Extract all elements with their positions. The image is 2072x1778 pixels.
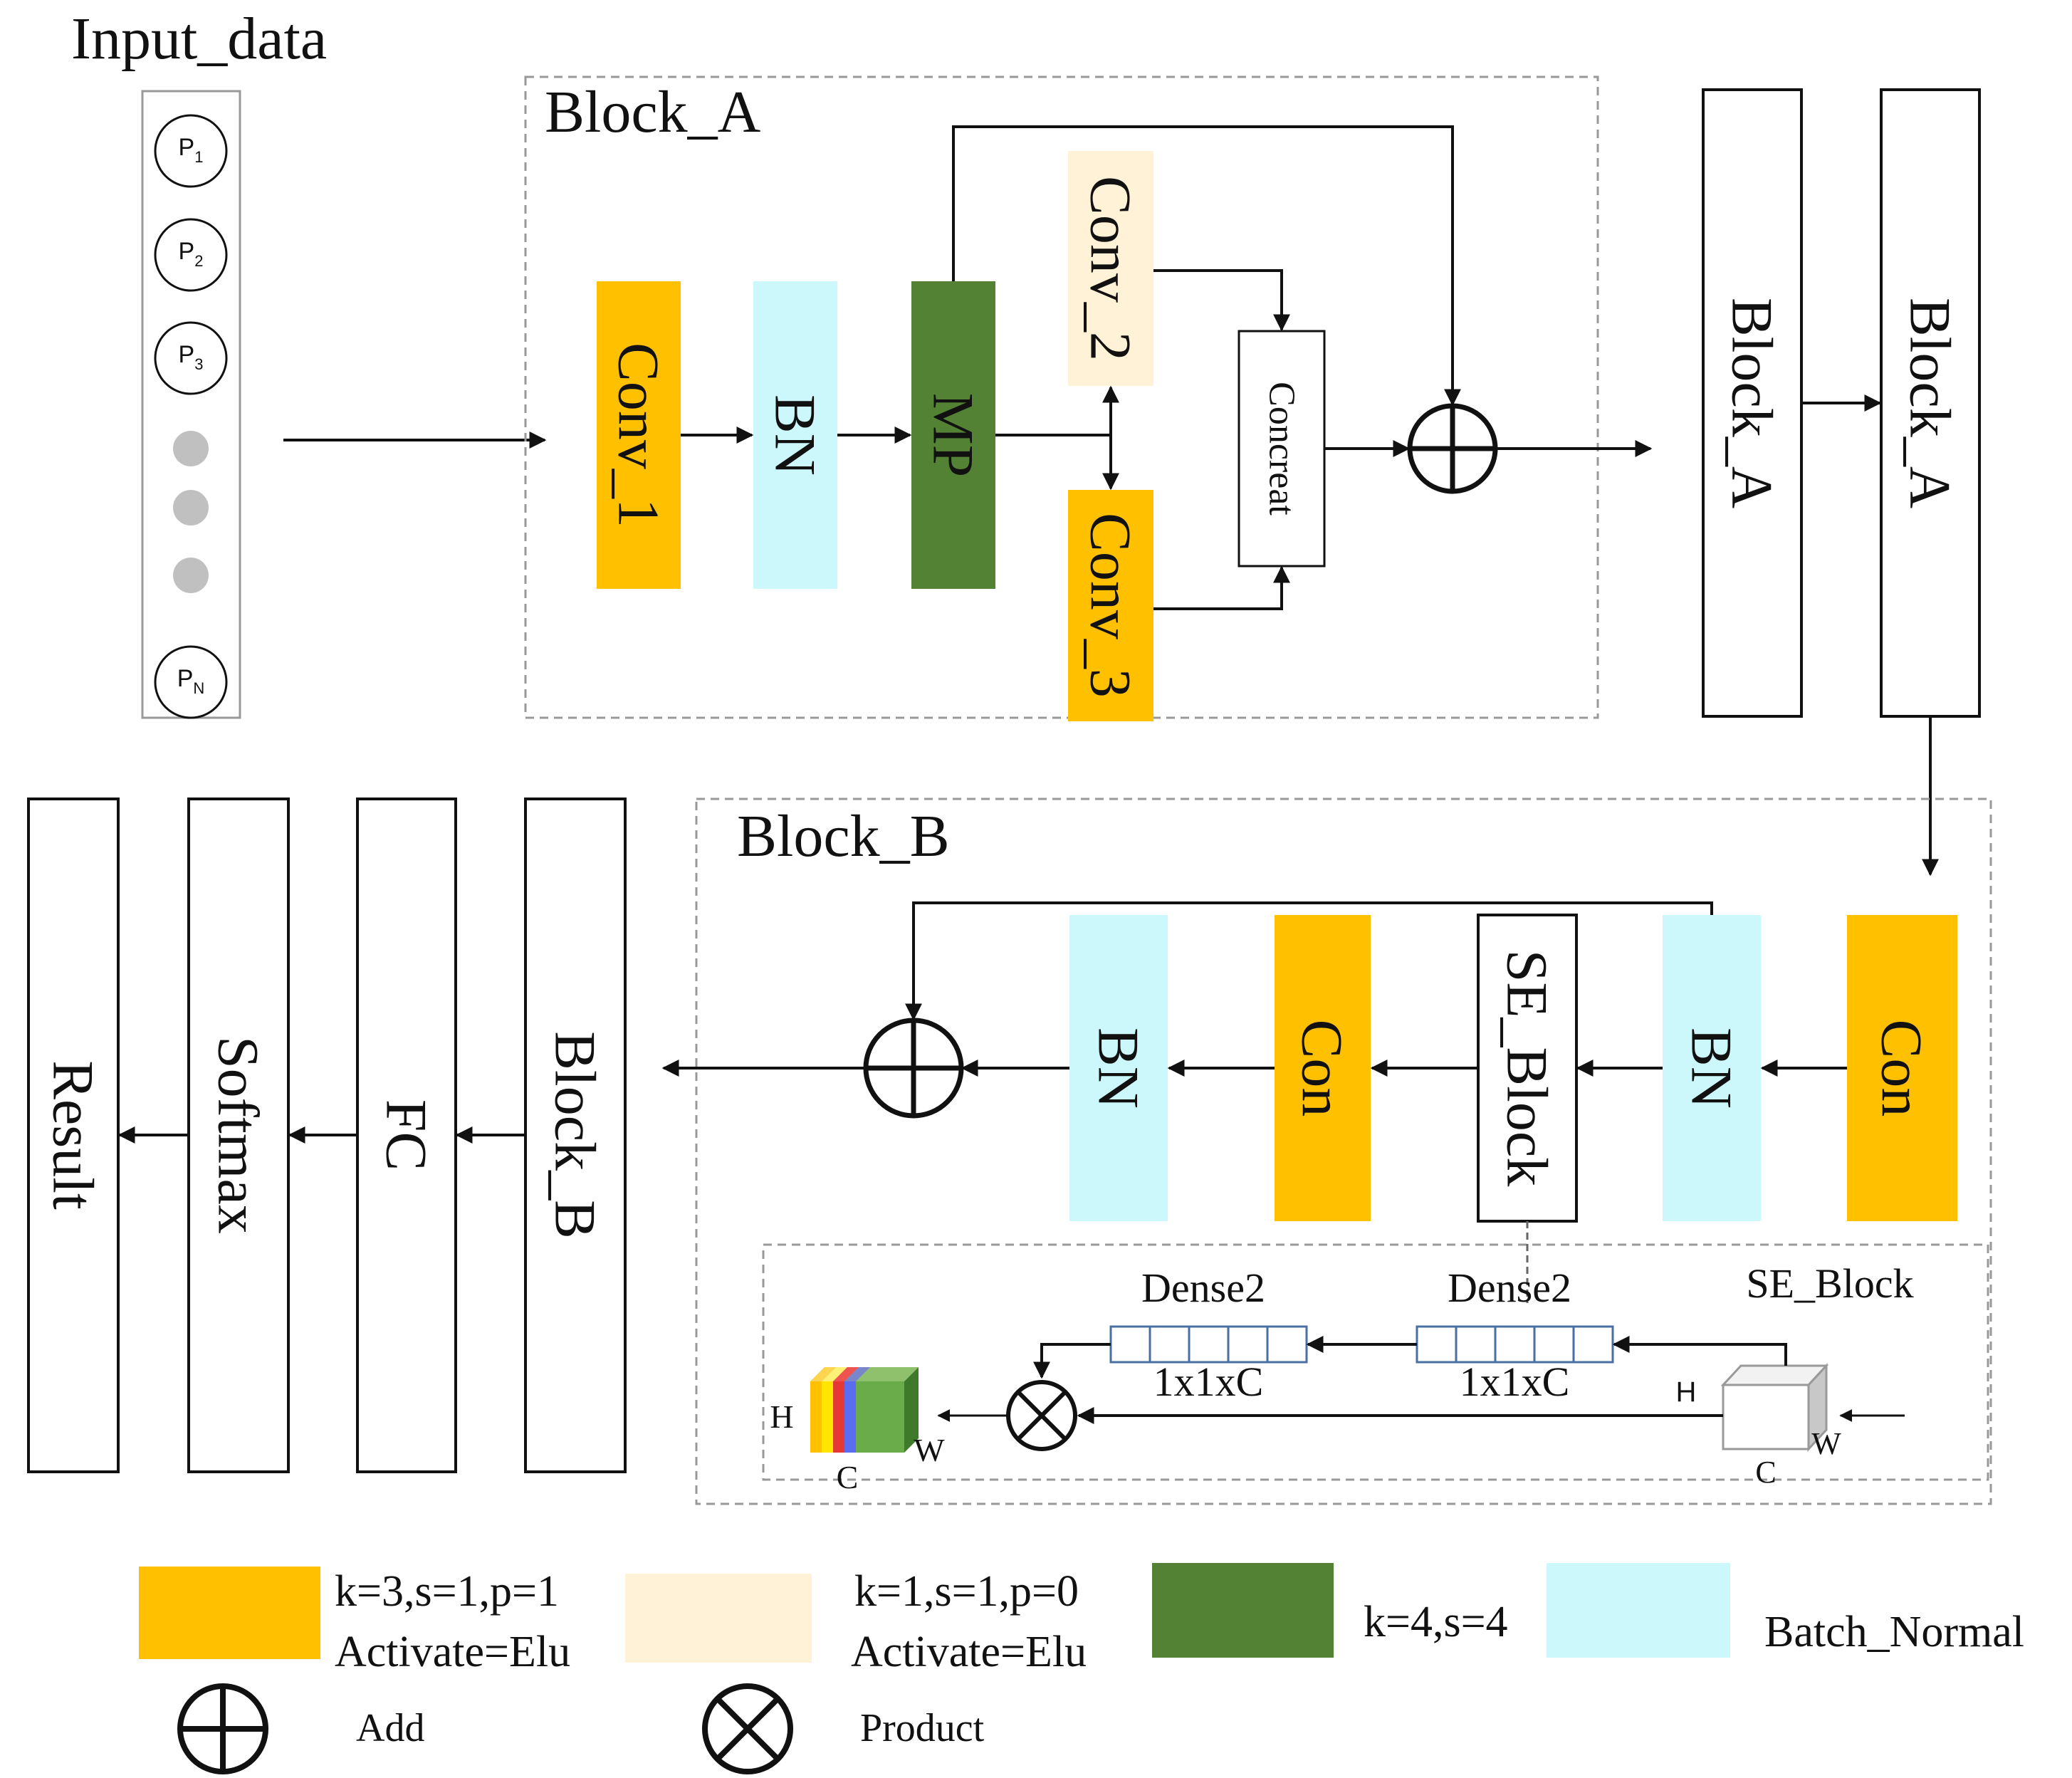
block-a-title: Block_A — [545, 79, 761, 145]
se-detail-frame — [762, 1243, 1989, 1481]
stack-result — [27, 798, 120, 1473]
bn-right-box — [1663, 915, 1761, 1221]
cube-w-label: W — [1811, 1426, 1841, 1461]
conv2-box — [1068, 151, 1153, 386]
bn-right-label: BN — [1680, 1027, 1744, 1109]
input-node-p3: P3 — [154, 321, 228, 395]
conv1-box — [597, 281, 681, 589]
block-b-title: Block_B — [737, 803, 950, 869]
legend-orange-swatch — [139, 1567, 320, 1659]
arrow-conv3-concat — [1153, 565, 1290, 610]
block-b-frame — [695, 798, 1992, 1505]
conv1-label: Conv_1 — [607, 342, 671, 528]
block-a-frame — [524, 75, 1599, 719]
add-node-a — [1407, 403, 1498, 494]
arrow-cube-dense-right — [1612, 1336, 1787, 1366]
dense-left-label: Dense2 — [1141, 1265, 1265, 1311]
skip-connection-b — [905, 901, 1713, 1021]
input-column — [141, 90, 241, 719]
cube-h-label: H — [1676, 1376, 1697, 1408]
legend-product-label: Product — [860, 1706, 985, 1750]
svg-text:P1: P1 — [179, 134, 204, 166]
legend-cyan-swatch — [1547, 1563, 1730, 1658]
conv2-label: Conv_2 — [1079, 176, 1144, 361]
ellipsis-dot — [173, 431, 209, 466]
input-title: Input_data — [71, 6, 327, 72]
bn-left-label: BN — [1087, 1027, 1151, 1109]
input-feature-cube — [1720, 1363, 1829, 1452]
con-right-label: Con — [1870, 1020, 1935, 1117]
legend-green-line1: k=4,s=4 — [1364, 1598, 1508, 1646]
stack-fc — [356, 798, 457, 1473]
legend-orange-line2: Activate=Elu — [335, 1628, 570, 1676]
input-node-p2: P2 — [154, 218, 228, 292]
legend-cream-line1: k=1,s=1,p=0 — [854, 1567, 1079, 1616]
concat-box — [1238, 330, 1326, 568]
stack-block-a-2 — [1880, 88, 1981, 718]
stack-block-a-2-label: Block_A — [1898, 298, 1963, 508]
con-left-label: Con — [1290, 1020, 1355, 1117]
legend-cream-swatch — [625, 1574, 812, 1663]
cube-c-label: C — [1755, 1455, 1776, 1490]
dense-right-layer — [1416, 1325, 1614, 1364]
stack-block-a-1 — [1702, 88, 1803, 718]
legend-orange-line1: k=3,s=1,p=1 — [335, 1567, 559, 1616]
legend-add-label: Add — [356, 1706, 424, 1750]
stack-block-a-1-label: Block_A — [1720, 298, 1785, 508]
svg-text:P2: P2 — [179, 238, 204, 270]
con-left-box — [1275, 915, 1371, 1221]
svg-text:PN: PN — [177, 665, 205, 697]
concat-label: Concreat — [1262, 382, 1302, 516]
con-right-box — [1847, 915, 1957, 1221]
conv3-box — [1068, 490, 1153, 721]
stack-softmax-label: Softmax — [206, 1036, 271, 1234]
legend-green-swatch — [1152, 1563, 1334, 1658]
arrow-dense-left-product — [1033, 1343, 1111, 1379]
output-c-label: C — [837, 1459, 859, 1495]
stack-block-b-label: Block_B — [543, 1031, 608, 1239]
dense-right-dim: 1x1xC — [1460, 1359, 1570, 1405]
stack-fc-label: FC — [375, 1099, 439, 1171]
svg-text:P3: P3 — [179, 341, 204, 373]
output-h-label: H — [770, 1398, 793, 1435]
mp-box — [911, 281, 995, 589]
stack-result-label: Result — [41, 1060, 106, 1210]
dense-left-dim: 1x1xC — [1153, 1359, 1264, 1405]
bn-label-a: BN — [763, 394, 828, 476]
add-node-b — [863, 1018, 964, 1119]
output-w-label: W — [914, 1432, 945, 1468]
legend-cyan-line1: Batch_Normal — [1764, 1608, 2024, 1656]
input-node-p1: P1 — [154, 114, 228, 188]
legend-product-icon — [702, 1683, 793, 1774]
input-node-pn: PN — [154, 645, 228, 719]
skip-connection-a — [952, 125, 1461, 407]
arrow-conv2-concat — [1153, 269, 1290, 332]
se-detail-title: SE_Block — [1746, 1260, 1913, 1307]
dense-left-layer — [1109, 1325, 1308, 1364]
mp-label: MP — [921, 393, 986, 478]
bn-left-box — [1069, 915, 1168, 1221]
product-node-se — [1006, 1380, 1077, 1451]
legend-cream-line2: Activate=Elu — [851, 1628, 1087, 1676]
bn-box-a — [753, 281, 837, 589]
dense-right-label: Dense2 — [1448, 1265, 1571, 1311]
legend-add-icon — [177, 1683, 268, 1774]
se-block-label: SE_Block — [1495, 950, 1560, 1187]
output-feature-cube — [810, 1367, 919, 1453]
ellipsis-dot — [173, 490, 209, 525]
conv3-label: Conv_3 — [1079, 513, 1144, 698]
ellipsis-dot — [173, 558, 209, 593]
